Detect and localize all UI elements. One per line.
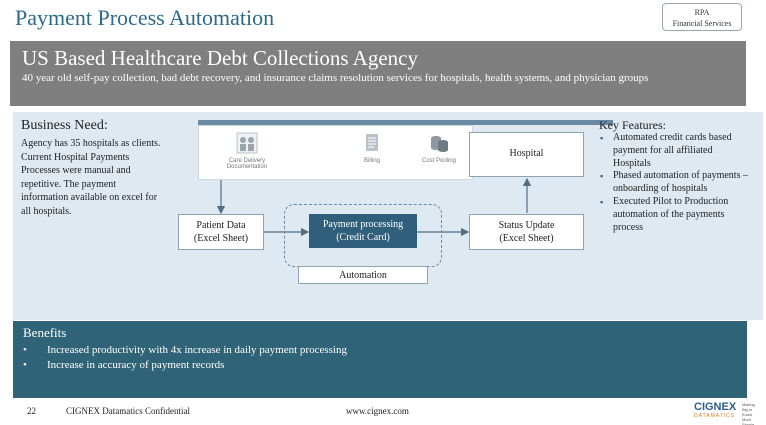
app-label: Cost Pooling xyxy=(421,158,457,164)
database-icon xyxy=(431,136,448,152)
app-label: Care Delivery Documentation xyxy=(226,158,268,170)
company-logo: CIGNEX DATAMATICS Making Big or Know Mor… xyxy=(694,401,758,425)
confidential-note: CIGNEX Datamatics Confidential xyxy=(66,406,190,416)
status-update-source: (Excel Sheet) xyxy=(499,233,554,244)
status-update-box: Status Update (Excel Sheet) xyxy=(469,214,584,250)
client-banner: US Based Healthcare Debt Collections Age… xyxy=(10,41,746,106)
patient-data-box: Patient Data (Excel Sheet) xyxy=(178,214,264,250)
banner-subtitle: 40 year old self-pay collection, bad deb… xyxy=(22,72,649,84)
key-features-list: Automated credit cards based payment for… xyxy=(599,132,751,234)
benefits-title: Benefits xyxy=(23,325,67,340)
key-feature-item: Executed Pilot to Production automation … xyxy=(599,196,751,234)
logo-subword: DATAMATICS xyxy=(694,413,736,419)
payment-processing-box: Payment processing (Credit Card) xyxy=(309,214,417,248)
patient-data-source: (Excel Sheet) xyxy=(193,233,249,244)
app-care-delivery: Care Delivery Documentation xyxy=(219,132,275,170)
payment-processing-label: Payment processing xyxy=(322,219,404,230)
page-title: Payment Process Automation xyxy=(15,5,275,30)
process-strip-arrows: ››››››››››››››››››››››››››››››››››››› xyxy=(198,116,568,126)
category-tag-line2: Financial Services xyxy=(672,19,732,28)
process-panel: Business Need: Agency has 35 hospitals a… xyxy=(13,112,763,320)
hospital-apps-panel: Care Delivery Documentation Billing Cost… xyxy=(198,125,473,180)
process-strip xyxy=(198,120,613,125)
key-feature-item: Automated credit cards based payment for… xyxy=(599,132,751,170)
payment-processing-method: (Credit Card) xyxy=(336,232,390,243)
business-need-text: Agency has 35 hospitals as clients. Curr… xyxy=(21,138,161,217)
flow-connectors xyxy=(216,177,532,237)
logo-tagline: Making Big or Know More Simple xyxy=(742,402,755,425)
hospital-box: Hospital xyxy=(469,132,584,177)
app-label: Billing xyxy=(363,158,380,164)
benefit-item: Increase in accuracy of payment records xyxy=(23,358,737,373)
benefit-item: Increased productivity with 4x increase … xyxy=(23,343,737,358)
document-icon xyxy=(366,134,378,151)
patient-data-label: Patient Data xyxy=(196,220,246,231)
key-features-title: Key Features: xyxy=(599,118,666,132)
business-need-title: Business Need: xyxy=(21,118,108,133)
key-feature-item: Phased automation of payments – onboardi… xyxy=(599,170,751,196)
category-tag-line1: RPA xyxy=(694,8,710,17)
people-icon xyxy=(236,132,258,154)
page-number: 22 xyxy=(27,406,36,416)
banner-title: US Based Healthcare Debt Collections Age… xyxy=(22,46,418,70)
benefits-panel: Benefits Increased productivity with 4x … xyxy=(13,321,747,398)
website-link[interactable]: www.cignex.com xyxy=(346,406,409,416)
benefits-list: Increased productivity with 4x increase … xyxy=(23,343,737,373)
app-billing: Billing xyxy=(344,132,400,164)
status-update-label: Status Update xyxy=(498,220,555,231)
logo-wordmark: CIGNEX xyxy=(694,401,737,413)
app-cost-pooling: Cost Pooling xyxy=(411,132,467,164)
automation-label-box: Automation xyxy=(298,266,428,284)
category-tag: RPA Financial Services xyxy=(662,3,742,31)
